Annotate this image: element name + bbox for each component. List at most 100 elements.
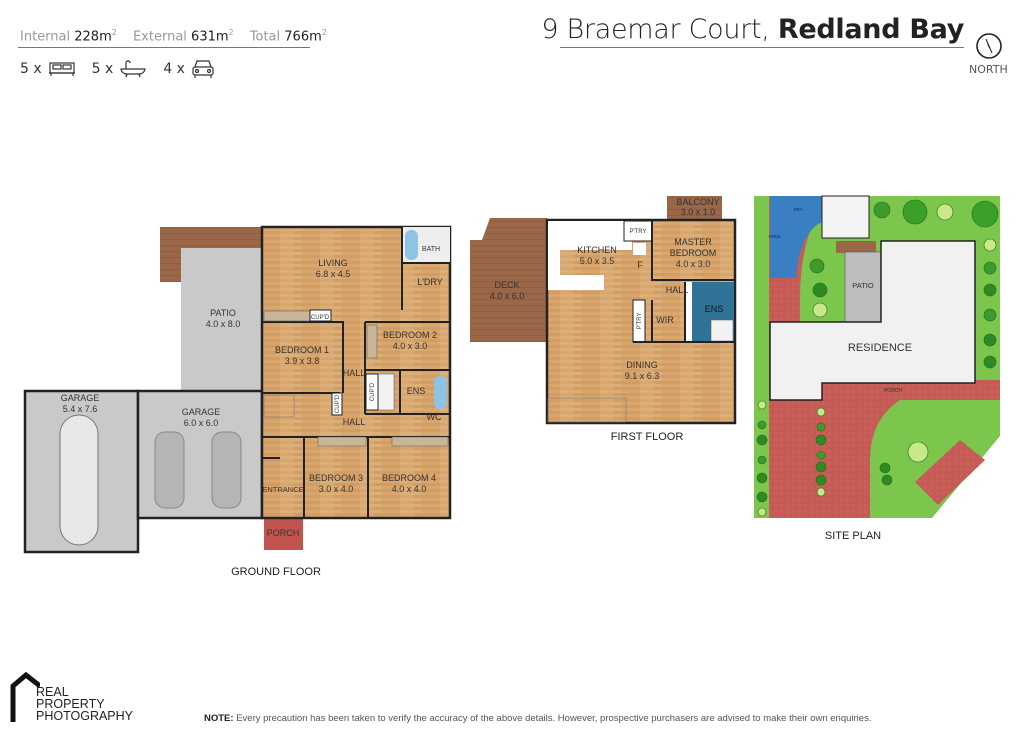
tree <box>757 455 767 465</box>
room-label-bedroom-1: BEDROOM 1 <box>275 345 329 355</box>
first-floor-stairs <box>547 397 627 423</box>
ens-bathtub <box>434 376 447 409</box>
vanity <box>685 282 692 342</box>
room-label-cupd: CUP'D <box>370 382 376 401</box>
room-label-pantry: P'TRY <box>629 229 646 235</box>
room-label-laundry: L'DRY <box>417 277 443 287</box>
room-size-bedroom-2: 4.0 x 3.0 <box>393 341 428 351</box>
tree <box>812 282 828 298</box>
tree <box>812 302 828 318</box>
unit-sup: 2 <box>228 28 234 37</box>
room-label-bedroom-2: BEDROOM 2 <box>383 330 437 340</box>
room-size-bedroom-4: 4.0 x 4.0 <box>392 484 427 494</box>
disclaimer-note: NOTE: Every precaution has been taken to… <box>204 713 871 724</box>
room-size-bedroom-3: 3.0 x 4.0 <box>319 484 354 494</box>
total-value: 766m <box>284 29 322 45</box>
note-text: Every precaution has been taken to verif… <box>236 713 872 724</box>
header-divider <box>18 47 310 48</box>
room-size-patio: 4.0 x 8.0 <box>206 319 241 329</box>
tree <box>902 199 928 225</box>
pool <box>770 196 822 278</box>
site-label-patio: PATIO <box>852 281 874 290</box>
total-label: Total <box>249 29 281 45</box>
tree <box>983 308 997 322</box>
room-label-wc: WC <box>427 412 442 422</box>
ground-floor-caption: GROUND FLOOR <box>231 566 321 578</box>
deck-stairs <box>482 218 547 240</box>
cupboard-2 <box>365 373 379 411</box>
logo-line: PHOTOGRAPHY <box>36 709 134 723</box>
room-label-master-bedroom: MASTER <box>674 237 712 247</box>
room-label-ensuite: ENS <box>705 304 724 314</box>
site-patio <box>844 251 882 323</box>
room-size-dining: 9.1 x 6.3 <box>625 371 660 381</box>
site-label-residence: RESIDENCE <box>848 342 912 354</box>
tree <box>907 441 929 463</box>
site-label-pool: POOL <box>769 234 782 239</box>
room-size-living: 6.8 x 4.5 <box>316 269 351 279</box>
tree <box>809 258 825 274</box>
room-label-deck: DECK <box>494 280 519 290</box>
tree <box>816 487 826 497</box>
room-label-living: LIVING <box>318 258 348 268</box>
room-label-wir: WIR <box>656 315 674 325</box>
room-label-entrance: ENTRANCE <box>262 485 303 494</box>
cupboard-1 <box>309 309 332 322</box>
external-value: 631m <box>191 29 229 45</box>
site-label-porch: PORCH <box>884 388 902 394</box>
car-count: 4 x <box>163 61 185 77</box>
tree <box>815 474 827 486</box>
room-label-bedroom-4: BEDROOM 4 <box>382 473 436 483</box>
room-label-garage-1: GARAGE <box>61 393 100 403</box>
north-label: NORTH <box>969 63 1008 76</box>
kitchen-counters <box>548 221 632 290</box>
car-2 <box>211 431 242 509</box>
compass-icon <box>976 33 1002 59</box>
room-size-balcony: 3.0 x 1.0 <box>681 207 716 217</box>
unit-sup: 2 <box>111 28 117 37</box>
room-label-kitchen: KITCHEN <box>577 245 617 255</box>
porch-area <box>264 518 303 550</box>
room-size-kitchen: 5.0 x 3.5 <box>580 256 615 266</box>
room-label-garage-2: GARAGE <box>182 407 221 417</box>
tree <box>873 201 891 219</box>
note-label: NOTE: <box>204 713 234 724</box>
site-plan-caption: SITE PLAN <box>825 530 881 542</box>
room-label-bath: BATH <box>422 246 440 253</box>
garden-trees <box>756 199 999 517</box>
feature-counts: 5 x 5 x 4 x <box>20 59 225 79</box>
site-patio-edge <box>836 241 876 253</box>
room-label-dining: DINING <box>626 360 658 370</box>
room-size-garage-2: 6.0 x 6.0 <box>184 418 219 428</box>
real-property-photography-logo <box>10 672 40 722</box>
room-label-bedroom-3: BEDROOM 3 <box>309 473 363 483</box>
tree <box>881 474 893 486</box>
bathtub <box>405 230 418 260</box>
tree <box>756 472 768 484</box>
property-address: 9 Braemar Court, Redland Bay <box>541 14 964 45</box>
address-street: 9 Braemar Court, <box>541 14 770 45</box>
room-label-balcony: BALCONY <box>676 197 719 207</box>
ground-floor-plan: LIVING 6.8 x 4.5 BATH L'DRY CUP'D BEDROO… <box>23 225 452 578</box>
wardrobe-bedroom4 <box>391 436 449 447</box>
first-floor-plan: BALCONY 3.0 x 1.0 KITCHEN 5.0 x 3.5 P'TR… <box>470 196 737 443</box>
tree <box>983 261 997 275</box>
tree <box>936 203 954 221</box>
tree <box>983 355 997 369</box>
tree <box>971 200 999 228</box>
bed-icon <box>48 62 75 76</box>
car-1 <box>154 431 185 509</box>
bath-count: 5 x <box>91 61 114 77</box>
room-label-cupd: CUP'D <box>335 394 341 413</box>
address-suburb: Redland Bay <box>777 14 964 45</box>
tree <box>816 407 826 417</box>
room-label-hall: HALL <box>343 417 366 427</box>
wardrobe-bedroom2 <box>366 324 378 359</box>
tree <box>816 422 826 432</box>
ensuite-shower <box>710 319 734 342</box>
fridge-space <box>633 243 646 255</box>
room-label-hall: HALL <box>343 368 366 378</box>
tree <box>879 462 891 474</box>
internal-value: 228m <box>74 29 112 45</box>
